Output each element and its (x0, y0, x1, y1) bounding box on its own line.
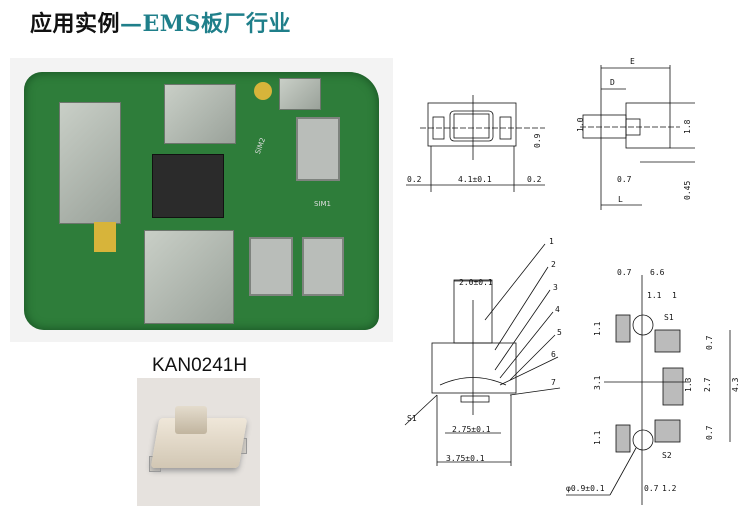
page-title: 应用实例—EMS板厂行业 (30, 6, 291, 38)
switch-button (175, 406, 207, 434)
dim-fp-f: 0.7 (705, 335, 714, 350)
dim-fp-k: 0.7 (705, 425, 714, 440)
battery-contact (254, 82, 272, 100)
dim-fp-c: 1.1 (647, 291, 662, 300)
dim-fp-l: 1.1 (593, 430, 602, 445)
dim-side-E: E (630, 57, 635, 66)
dim-fp-n: 1.2 (662, 484, 677, 493)
sim-slot (302, 237, 344, 296)
processor-chip (152, 154, 224, 218)
rf-shield (144, 230, 234, 324)
dim-section-mid: 2.75±0.1 (452, 425, 491, 434)
pcb-photo: SIM2 SIM1 (10, 58, 393, 342)
dim-fp-m: 0.7 (644, 484, 659, 493)
dim-fp-i: 2.7 (703, 377, 712, 392)
dim-side-h3: 0.45 (683, 181, 692, 200)
dim-fp-a: 0.7 (617, 268, 632, 277)
title-part2: —EMS板厂行业 (120, 11, 292, 37)
dim-fp-j: 4.3 (731, 377, 740, 392)
drawing-section-view: 2.0±0.1 2.75±0.1 3.75±0.1 S1 1 2 3 4 5 6… (404, 237, 562, 466)
dim-front-right: 0.2 (527, 175, 542, 184)
mark-fp-s2: S2 (662, 451, 672, 460)
dim-section-top: 2.0±0.1 (459, 278, 493, 287)
dim-fp-d: 1 (672, 291, 677, 300)
rf-shield (59, 102, 121, 224)
drawing-front-view: 0.2 4.1±0.1 0.2 0.9 (406, 95, 545, 192)
dim-side-L: L (618, 195, 623, 204)
drawing-side-view: E D 1.0 1.8 0.7 0.45 L (576, 57, 695, 210)
dim-fp-b: 6.6 (650, 268, 665, 277)
sim-slot (296, 117, 340, 181)
dim-front-height: 0.9 (533, 133, 542, 148)
silkscreen-sim1: SIM1 (314, 200, 332, 208)
pcb-board: SIM2 SIM1 (24, 72, 379, 330)
sim-slot (249, 237, 293, 296)
dim-fp-e: 1.1 (593, 321, 602, 336)
dim-side-D: D (610, 78, 615, 87)
product-label: KAN0241H (152, 355, 248, 376)
mark-s1: S1 (407, 414, 417, 423)
dim-front-width: 4.1±0.1 (458, 175, 492, 184)
connector (279, 78, 321, 110)
dim-fp-h: 1.3 (684, 377, 693, 392)
dim-side-h2: 1.8 (683, 119, 692, 134)
part-5: 5 (557, 328, 562, 337)
part-6: 6 (551, 350, 556, 359)
dim-section-bottom: 3.75±0.1 (446, 454, 485, 463)
dim-fp-g: 3.1 (593, 375, 602, 390)
rf-shield (164, 84, 236, 144)
part-4: 4 (555, 305, 560, 314)
part-7: 7 (551, 378, 556, 387)
dim-side-w1: 0.7 (617, 175, 632, 184)
gold-pad (94, 222, 116, 252)
dim-front-left: 0.2 (407, 175, 422, 184)
part-1: 1 (549, 237, 554, 246)
title-part1: 应用实例 (30, 11, 121, 37)
mark-fp-s1: S1 (664, 313, 674, 322)
part-2: 2 (551, 260, 556, 269)
drawing-footprint: 0.7 6.6 1.1 1 1.1 0.7 3.1 1.3 2.7 4.3 0.… (566, 268, 740, 505)
dim-fp-hole: φ0.9±0.1 (566, 484, 605, 493)
dim-side-h1: 1.0 (576, 117, 585, 132)
part-3: 3 (553, 283, 558, 292)
tact-switch-photo (137, 378, 260, 506)
